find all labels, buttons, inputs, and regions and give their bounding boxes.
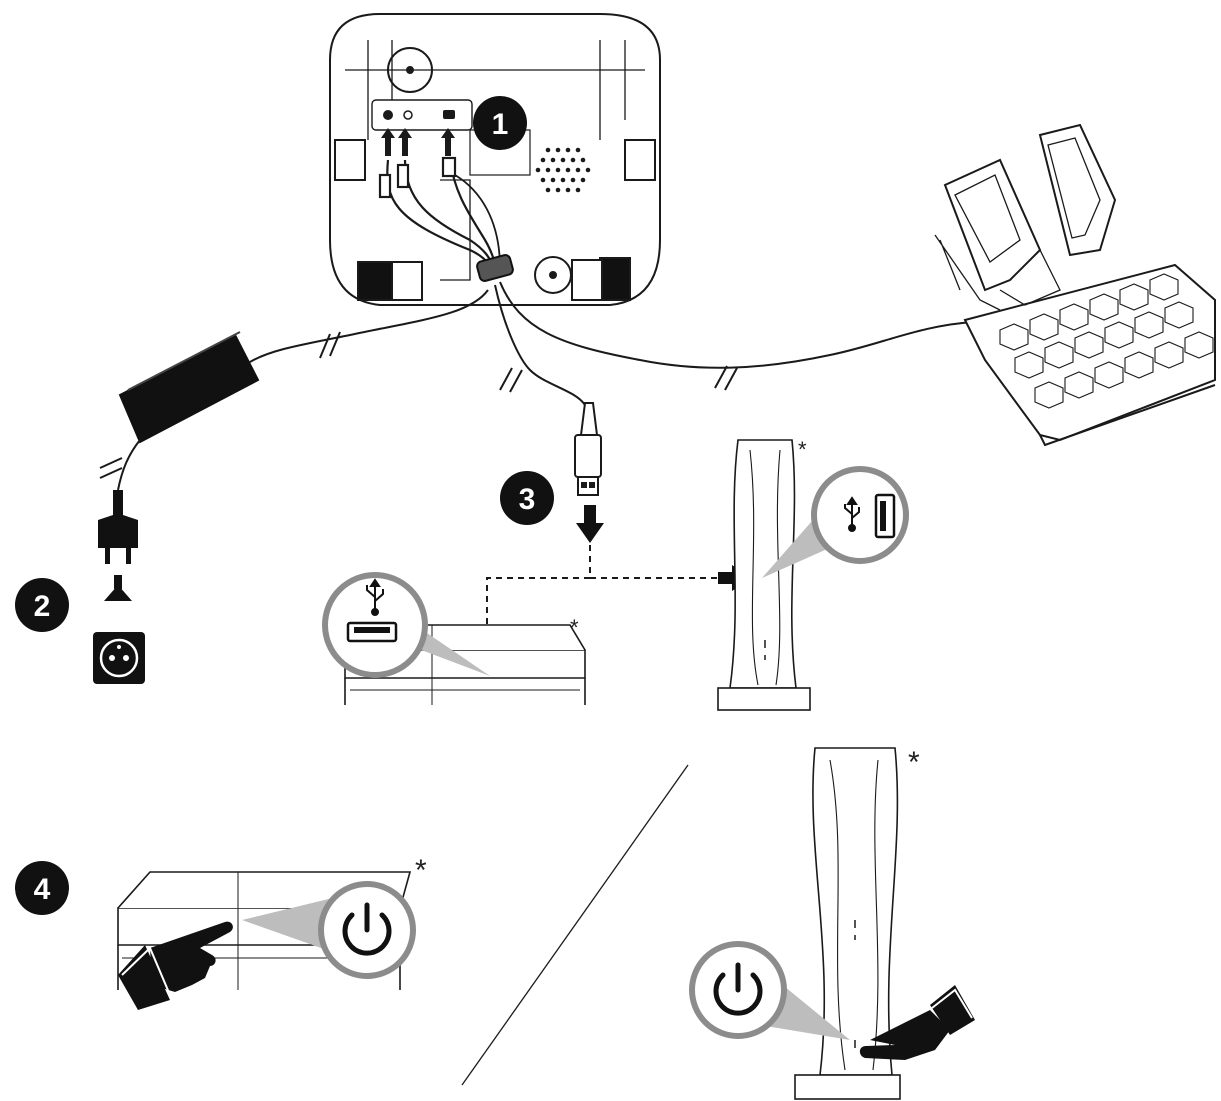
cable-clip — [476, 254, 514, 282]
power-icon — [342, 902, 392, 956]
wheel-base-rear — [329, 13, 661, 306]
ps5-power-footnote: * — [908, 746, 920, 779]
step-3-badge: 3 — [500, 471, 554, 525]
usb-icon — [366, 578, 384, 616]
svg-text:3: 3 — [519, 483, 536, 516]
power-icon — [713, 962, 763, 1016]
pedal-set — [934, 123, 1216, 447]
pointing-hand-icon — [118, 921, 233, 1010]
step-2-badge: 2 — [15, 578, 69, 632]
step-1-badge: 1 — [473, 96, 527, 150]
ps4-usb-footnote: * — [570, 615, 579, 640]
svg-text:2: 2 — [34, 590, 51, 623]
step-4-badge: 4 — [15, 861, 69, 915]
power-adapter — [99, 331, 260, 491]
ps4-usb-lens — [322, 572, 428, 678]
usb-plug — [574, 402, 602, 496]
power-cable — [249, 289, 489, 363]
ps5-usb-footnote: * — [798, 437, 807, 462]
wheel-base-speaker-grill — [535, 147, 591, 193]
divider-line — [461, 764, 689, 1086]
ps5-usb-lens — [811, 466, 909, 564]
svg-text:4: 4 — [34, 873, 51, 906]
ps5-console-usb — [717, 439, 811, 711]
power-plug-icon — [98, 490, 138, 601]
usb-down-arrow — [576, 505, 604, 543]
wheel-base-ports — [381, 110, 455, 156]
dashed-connector — [486, 545, 725, 640]
wall-socket-icon — [93, 632, 145, 684]
usb-icon — [844, 496, 860, 532]
ps5-console-power — [794, 747, 901, 1100]
pointing-hand-icon — [859, 985, 975, 1060]
pedal-cable — [499, 281, 976, 391]
usb-cable — [494, 284, 586, 406]
ps4-power-footnote: * — [415, 854, 427, 887]
wheel-base-cables — [378, 156, 501, 271]
svg-text:1: 1 — [492, 108, 509, 141]
